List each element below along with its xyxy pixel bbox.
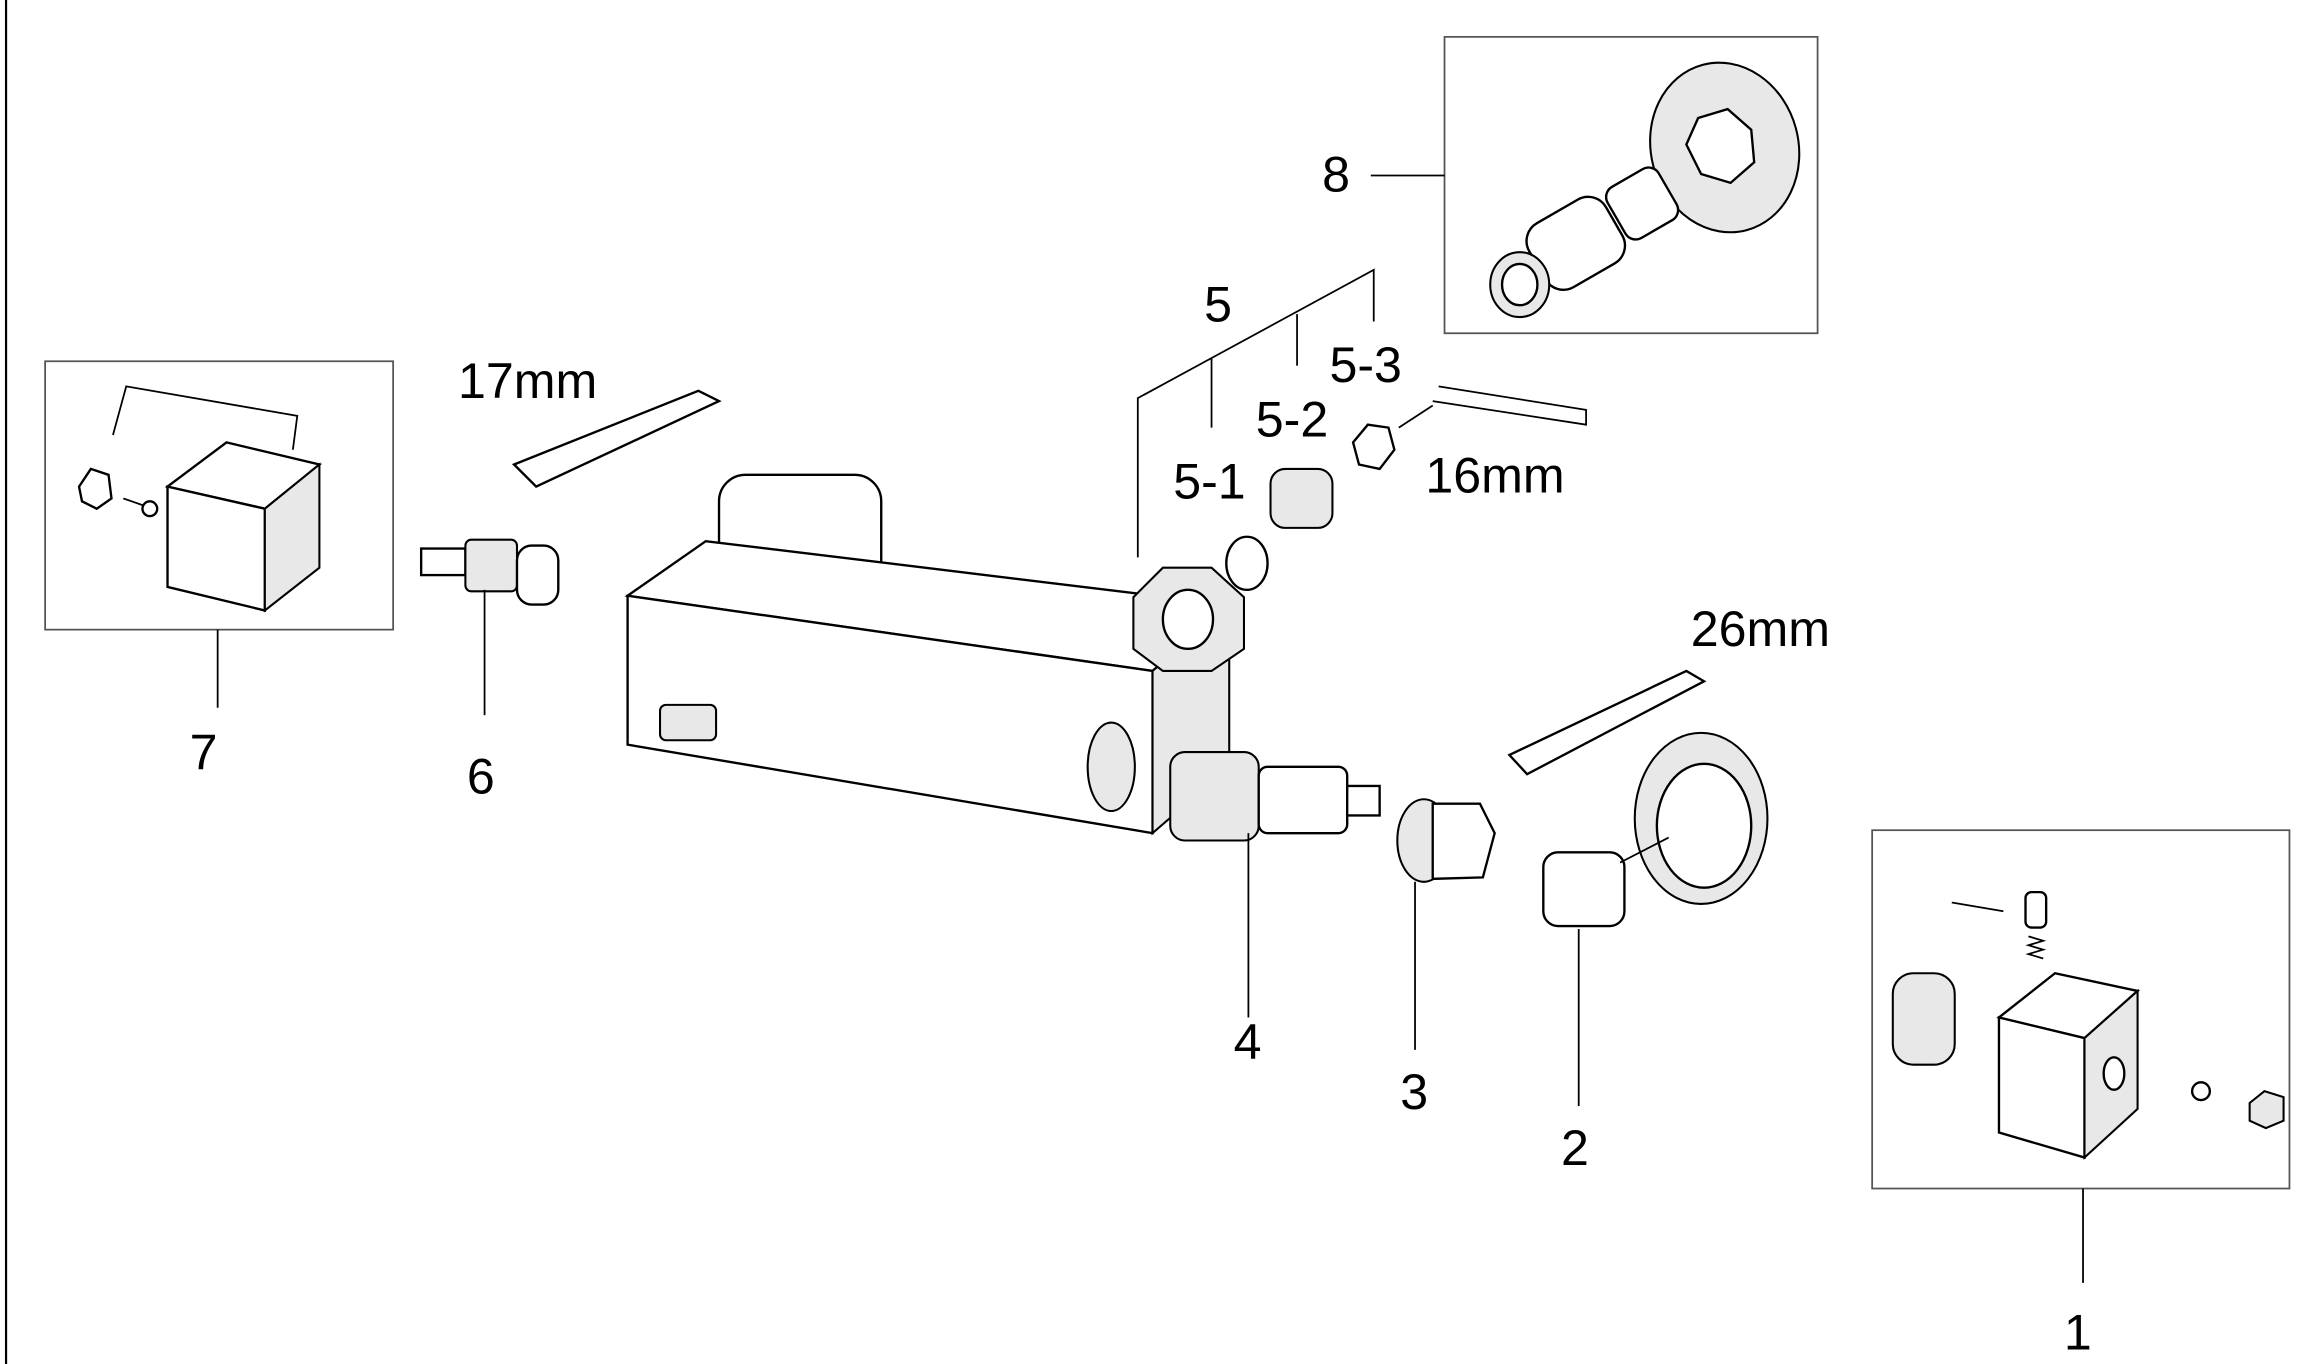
part-5-assembly (1132, 268, 1587, 672)
label-5-2: 5-2 (1256, 391, 1328, 447)
part-8-inset (1370, 35, 1819, 335)
label-5: 5 (1204, 276, 1232, 332)
label-5-1: 5-1 (1173, 453, 1245, 509)
part-7-inset (44, 360, 395, 708)
label-26mm: 26mm (1691, 601, 1830, 657)
label-1: 1 (2064, 1304, 2092, 1360)
part-4-thermostatic-cartridge (1169, 751, 1381, 1018)
label-17mm: 17mm (458, 353, 597, 409)
part-6-cartridge (419, 389, 722, 716)
part-2-handle-parts (1542, 731, 1769, 1106)
label-8: 8 (1322, 147, 1350, 203)
label-7: 7 (190, 725, 218, 781)
part-1-inset (1871, 829, 2291, 1283)
label-6: 6 (467, 748, 495, 804)
label-16mm: 16mm (1425, 448, 1564, 504)
faucet-body (624, 473, 1233, 836)
label-3: 3 (1400, 1064, 1428, 1120)
part-3-nut (1396, 669, 1707, 1050)
part-labels: 8 5 5-3 5-2 5-1 17mm 16mm 26mm 7 6 4 3 2… (190, 147, 2092, 1361)
label-5-3: 5-3 (1330, 337, 1402, 393)
label-2: 2 (1561, 1120, 1589, 1176)
label-4: 4 (1234, 1014, 1262, 1070)
